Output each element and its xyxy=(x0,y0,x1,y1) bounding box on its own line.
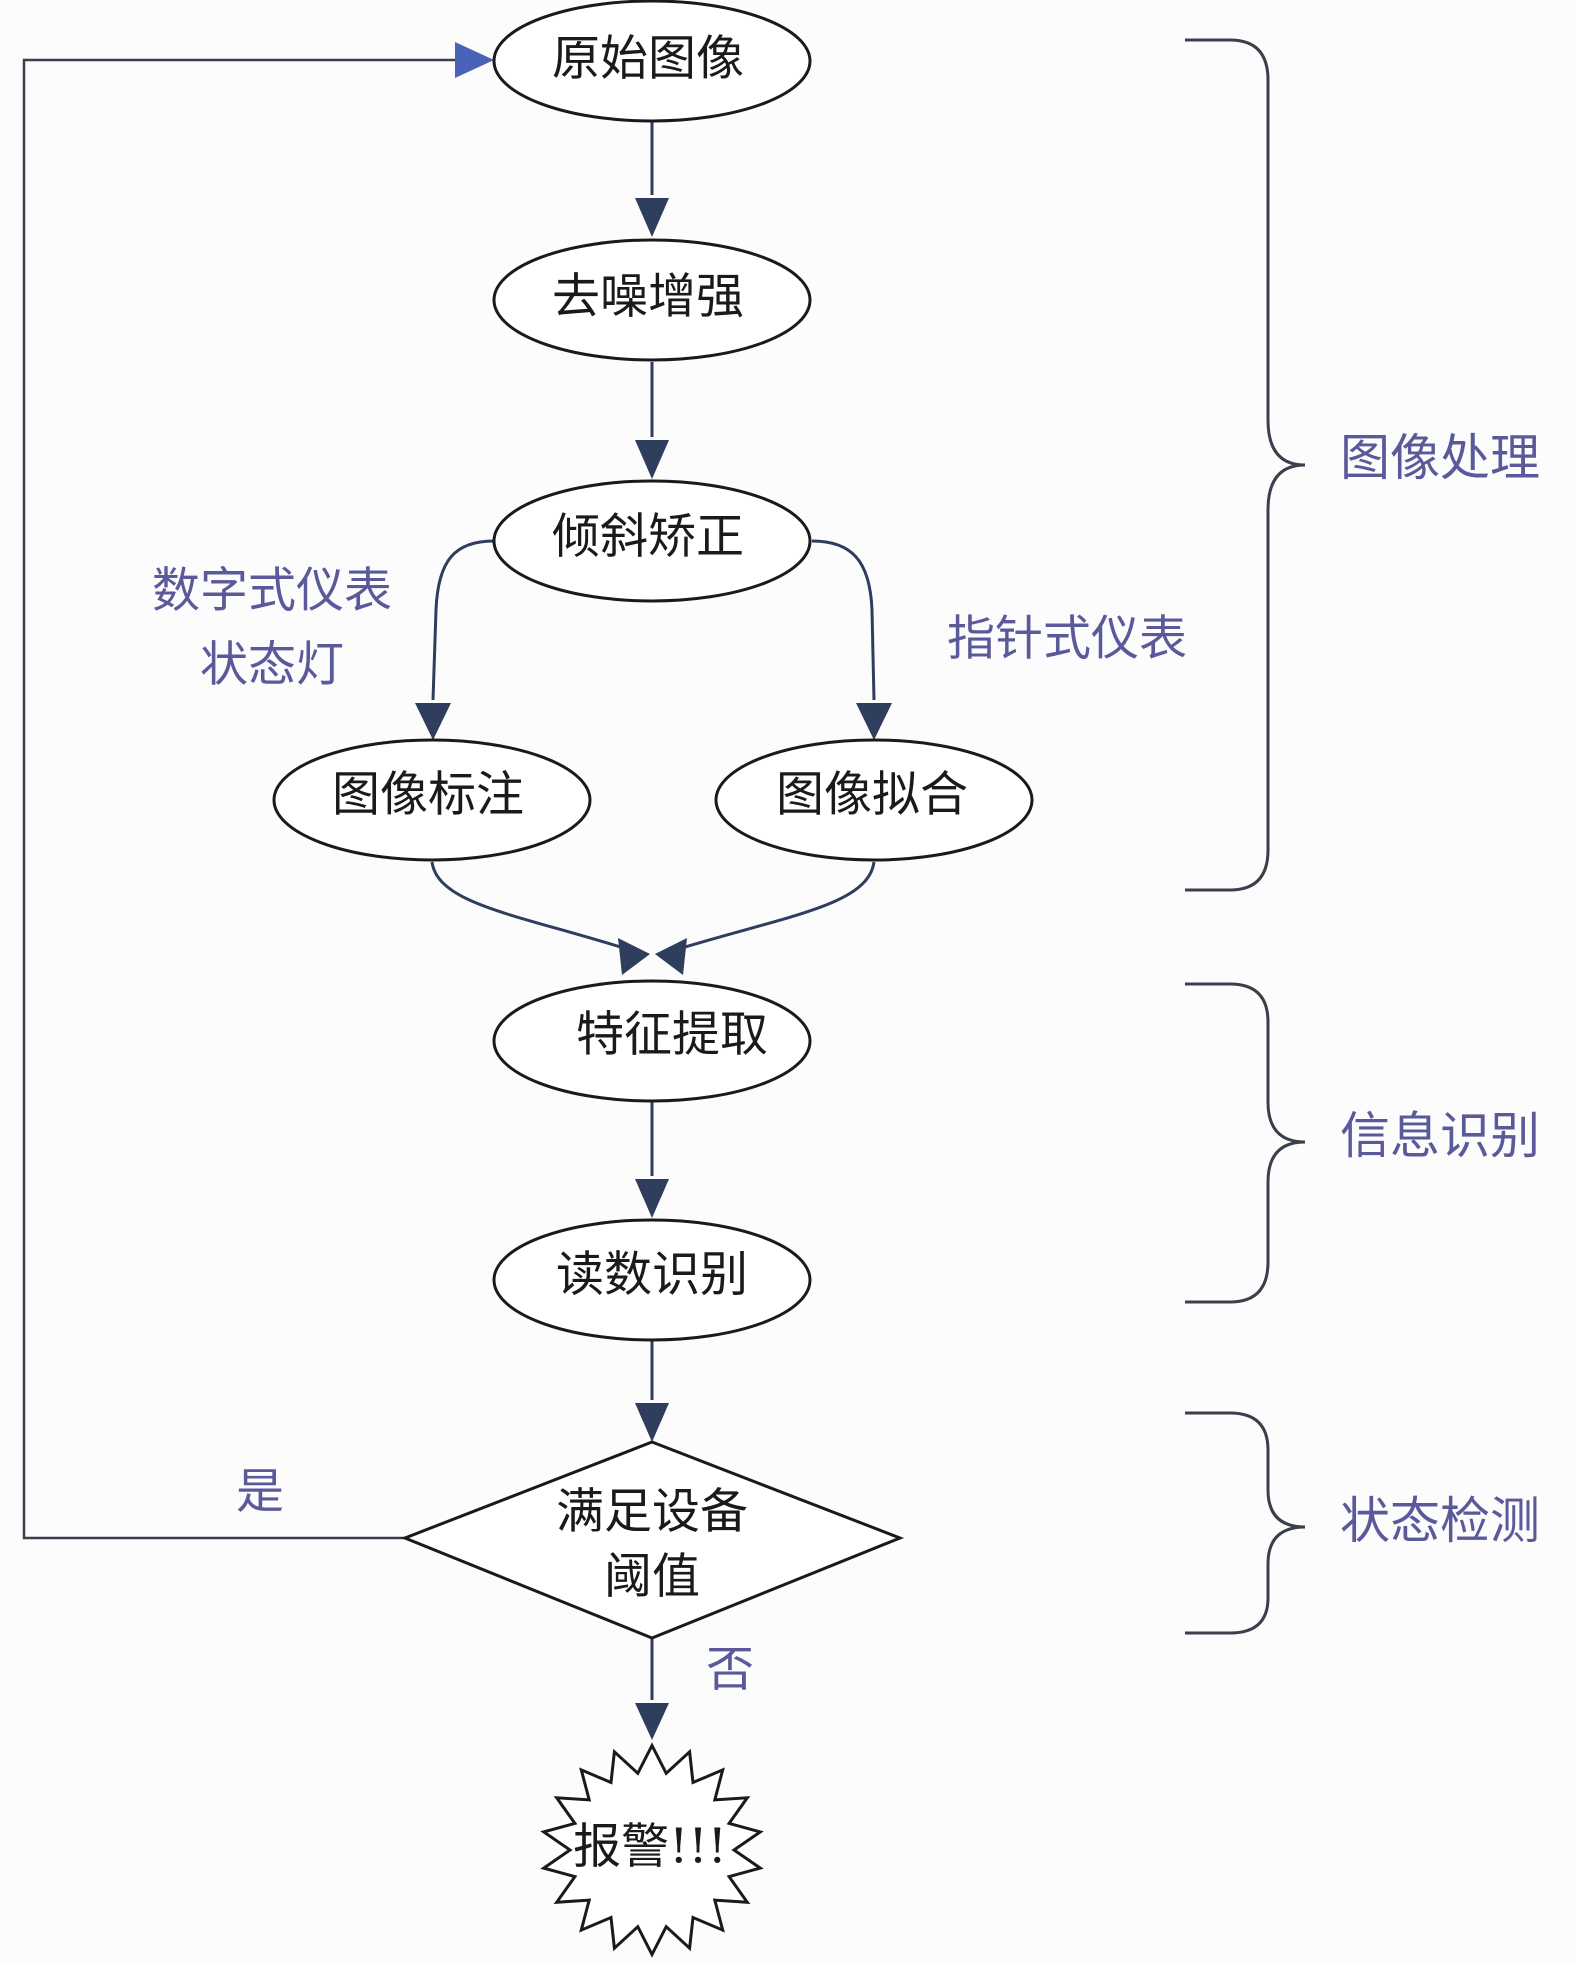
arrow-tilt-to-annotation xyxy=(431,539,495,701)
node-label: 读数识别 xyxy=(556,1247,748,1303)
node-label: 图像标注 xyxy=(332,767,524,823)
stage-label-status-detection: 状态检测 xyxy=(1340,1492,1540,1550)
alarm-starburst xyxy=(540,1742,764,1958)
node-decision: 满足设备 阈值 xyxy=(400,1440,905,1640)
decision-diamond xyxy=(400,1440,905,1640)
arrowhead xyxy=(635,1179,669,1218)
node-label: 原始图像 xyxy=(552,31,744,87)
process-ellipse xyxy=(272,738,592,862)
alarm-label: 报警!!! xyxy=(573,1819,727,1875)
arrow-fitting-to-feature xyxy=(674,861,876,952)
branch-label-pointer-meter: 指针式仪表 xyxy=(947,611,1187,667)
branch-label-digital-meter: 数字式仪表 xyxy=(152,563,392,619)
process-ellipse xyxy=(492,0,812,123)
arrowhead xyxy=(618,938,650,975)
arrowhead xyxy=(415,703,451,740)
arrowhead xyxy=(655,938,687,975)
arrowhead xyxy=(635,1403,669,1442)
branch-label-yes: 是 xyxy=(236,1464,284,1520)
connectors xyxy=(415,122,892,1740)
node-label: 去噪增强 xyxy=(552,269,744,325)
node-denoise-enhance: 去噪增强 xyxy=(492,238,812,362)
arrow-tilt-to-fitting xyxy=(811,539,876,701)
arrow-annotation-to-feature xyxy=(430,861,631,952)
node-label: 图像拟合 xyxy=(776,767,968,823)
node-reading-recognition: 读数识别 xyxy=(492,1218,812,1342)
node-original-image: 原始图像 xyxy=(492,0,812,123)
arrowhead xyxy=(856,703,892,740)
arrowhead xyxy=(455,42,494,78)
stage-label-information-recognition: 信息识别 xyxy=(1340,1107,1540,1165)
node-feature-extraction: 特征提取 xyxy=(492,979,812,1103)
curly-brace xyxy=(1185,1411,1306,1635)
arrowhead xyxy=(635,198,669,237)
decision-label-line2: 阈值 xyxy=(604,1549,700,1605)
arrow-decision-to-original xyxy=(22,58,455,1540)
process-ellipse xyxy=(492,479,812,603)
process-ellipse xyxy=(492,1218,812,1342)
stage-bracket-status-detection xyxy=(1185,1411,1306,1635)
node-tilt-correction: 倾斜矫正 xyxy=(492,479,812,603)
stage-bracket-image-processing xyxy=(1185,38,1306,892)
node-alarm: 报警!!! xyxy=(540,1742,764,1958)
curly-brace xyxy=(1185,982,1306,1304)
branch-label-status-light: 状态灯 xyxy=(200,637,344,693)
arrowhead xyxy=(635,1703,669,1740)
feedback-loop xyxy=(22,42,494,1540)
curly-brace xyxy=(1185,38,1306,892)
arrowhead xyxy=(635,440,669,479)
node-label: 特征提取 xyxy=(576,1007,768,1063)
decision-label-line1: 满足设备 xyxy=(556,1484,748,1540)
stage-bracket-information-recognition xyxy=(1185,982,1306,1304)
node-label: 倾斜矫正 xyxy=(552,509,744,565)
process-ellipse xyxy=(492,979,812,1103)
branch-label-no: 否 xyxy=(706,1642,754,1698)
process-ellipse xyxy=(492,238,812,362)
process-ellipse xyxy=(714,738,1034,862)
node-image-fitting: 图像拟合 xyxy=(714,738,1034,862)
stage-label-image-processing: 图像处理 xyxy=(1340,429,1540,487)
node-image-annotation: 图像标注 xyxy=(272,738,592,862)
